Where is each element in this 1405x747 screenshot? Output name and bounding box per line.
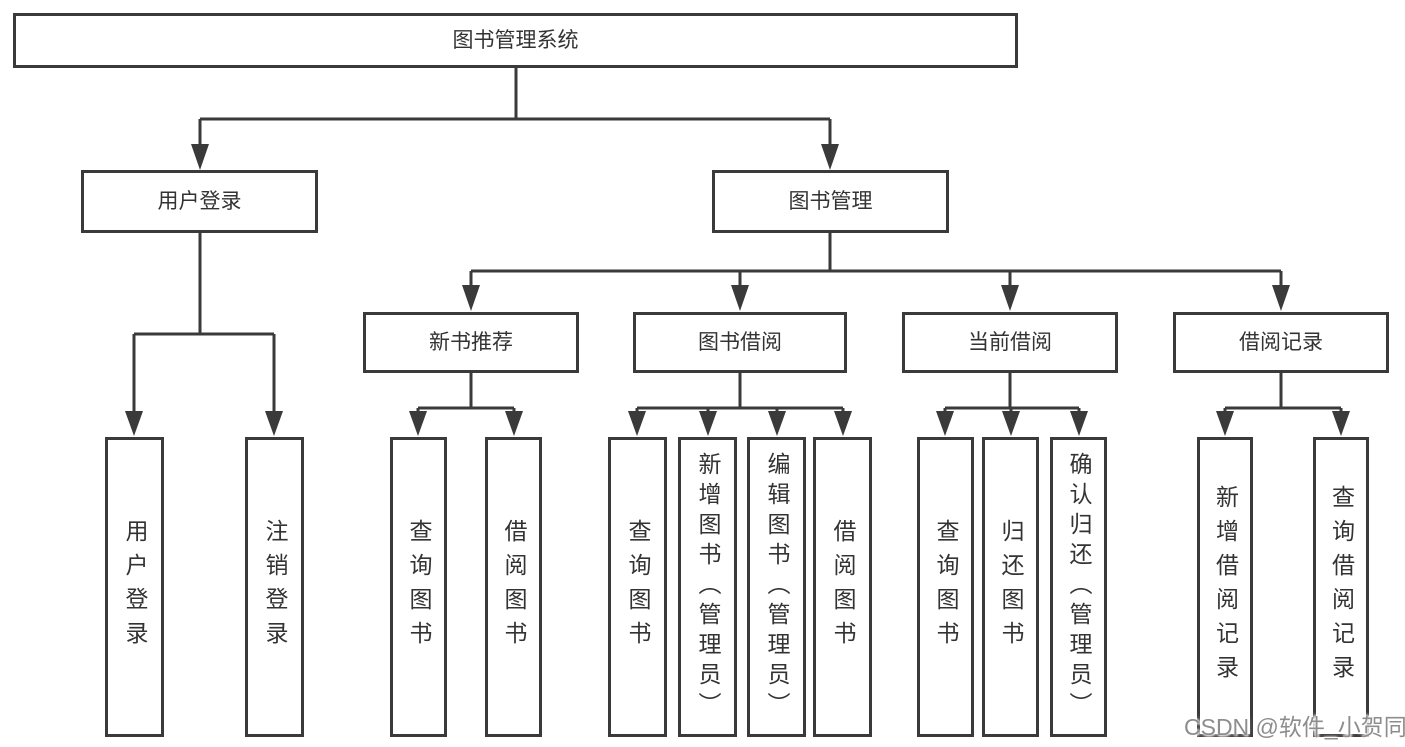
leaf-borrow-books-label: 借阅图书 xyxy=(830,519,856,655)
node-root-label: 图书管理系统 xyxy=(452,29,579,52)
node-root: 图书管理系统 xyxy=(13,13,1018,68)
leaf-query-books: 查询图书 xyxy=(608,437,667,737)
leaf-borrow-books: 借阅图书 xyxy=(813,437,872,737)
node-book-borrowing: 图书借阅 xyxy=(633,312,847,373)
leaf-add-books-admin-label: 新增图书（管理员） xyxy=(695,452,721,722)
leaf-add-borrow-record: 新增借阅记录 xyxy=(1197,437,1253,737)
leaf-borrow-books: 借阅图书 xyxy=(485,437,542,737)
leaf-return-books: 归还图书 xyxy=(982,437,1039,737)
watermark: CSDN @软件_小贺同学 xyxy=(1184,714,1405,740)
leaf-query-books-label: 查询图书 xyxy=(625,519,651,655)
leaf-logout: 注销登录 xyxy=(245,437,304,737)
node-borrowing-records-label: 借阅记录 xyxy=(1239,331,1323,354)
leaf-user-login: 用户登录 xyxy=(105,437,164,737)
node-user-login-label: 用户登录 xyxy=(157,190,242,213)
node-user-login: 用户登录 xyxy=(81,170,318,233)
node-book-management-label: 图书管理 xyxy=(788,190,873,213)
leaf-add-borrow-record-label: 新增借阅记录 xyxy=(1212,485,1239,689)
leaf-query-borrow-record-label: 查询借阅记录 xyxy=(1328,485,1355,689)
node-book-management: 图书管理 xyxy=(712,170,949,233)
node-new-book-recommendation-label: 新书推荐 xyxy=(429,331,513,354)
leaf-logout-label: 注销登录 xyxy=(262,519,288,655)
leaf-return-books-label: 归还图书 xyxy=(998,519,1024,655)
leaf-add-books-admin: 新增图书（管理员） xyxy=(678,437,737,737)
leaf-user-login-label: 用户登录 xyxy=(122,519,148,655)
node-borrowing-records: 借阅记录 xyxy=(1173,312,1389,373)
node-current-borrowing-label: 当前借阅 xyxy=(968,331,1052,354)
leaf-query-books: 查询图书 xyxy=(390,437,447,737)
leaf-query-books-label: 查询图书 xyxy=(933,519,959,655)
leaf-query-borrow-record: 查询借阅记录 xyxy=(1313,437,1369,737)
leaf-query-books-label: 查询图书 xyxy=(406,519,432,655)
leaf-borrow-books-label: 借阅图书 xyxy=(501,519,527,655)
node-current-borrowing: 当前借阅 xyxy=(902,312,1118,373)
leaf-edit-books-admin-label: 编辑图书（管理员） xyxy=(764,452,790,722)
leaf-query-books: 查询图书 xyxy=(917,437,974,737)
node-new-book-recommendation: 新书推荐 xyxy=(363,312,579,373)
leaf-confirm-return-admin-label: 确认归还（管理员） xyxy=(1066,452,1092,722)
leaf-edit-books-admin: 编辑图书（管理员） xyxy=(747,437,806,737)
leaf-confirm-return-admin: 确认归还（管理员） xyxy=(1050,437,1107,737)
node-book-borrowing-label: 图书借阅 xyxy=(698,331,782,354)
